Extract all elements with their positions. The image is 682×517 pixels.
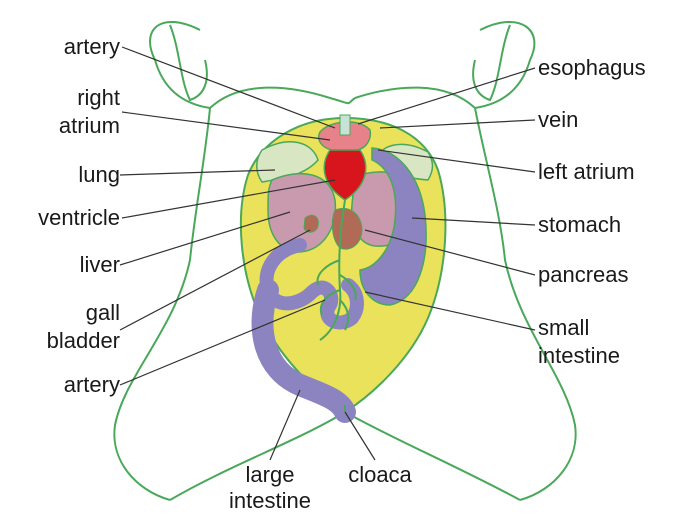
label-stomach: stomach bbox=[538, 212, 621, 238]
label-right-atrium-line2: atrium bbox=[20, 113, 120, 139]
label-large-intestine-line1: large bbox=[215, 462, 325, 488]
label-liver: liver bbox=[20, 252, 120, 278]
label-artery-top: artery bbox=[20, 34, 120, 60]
label-pancreas: pancreas bbox=[538, 262, 629, 288]
label-gall-bladder-line2: bladder bbox=[20, 328, 120, 354]
gall-bladder-shape bbox=[304, 215, 318, 232]
label-cloaca: cloaca bbox=[335, 462, 425, 488]
label-gall-bladder-line1: gall bbox=[20, 300, 120, 326]
label-small-intestine-line1: small bbox=[538, 315, 589, 341]
esophagus-tube bbox=[340, 115, 350, 135]
label-ventricle: ventricle bbox=[0, 205, 120, 231]
label-small-intestine-line2: intestine bbox=[538, 343, 620, 369]
label-esophagus: esophagus bbox=[538, 55, 646, 81]
label-left-atrium: left atrium bbox=[538, 159, 635, 185]
label-right-atrium-line1: right bbox=[20, 85, 120, 111]
label-lung: lung bbox=[20, 162, 120, 188]
label-large-intestine-line2: intestine bbox=[215, 488, 325, 514]
label-vein: vein bbox=[538, 107, 578, 133]
label-artery-bottom: artery bbox=[20, 372, 120, 398]
